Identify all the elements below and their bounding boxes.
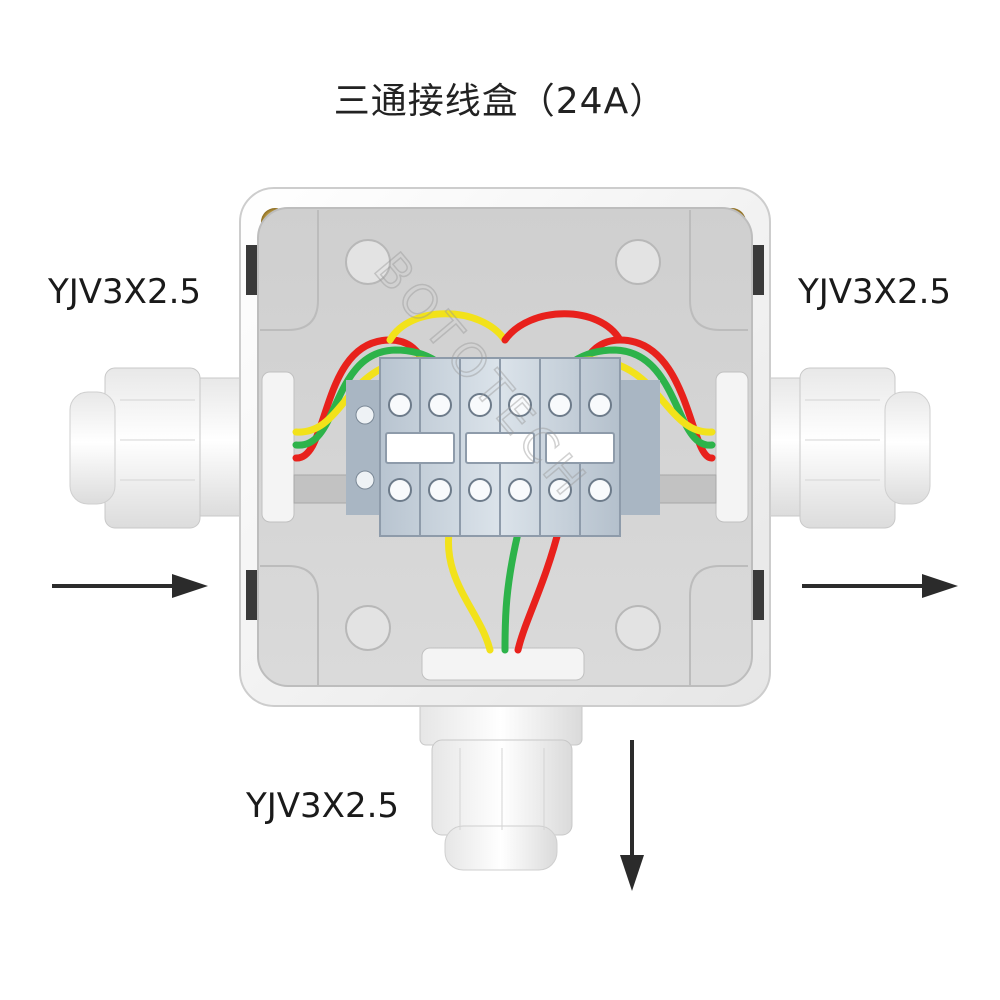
cable-label-left: YJV3X2.5	[48, 272, 202, 312]
terminal-block	[346, 357, 660, 537]
cable-label-bottom: YJV3X2.5	[246, 786, 400, 826]
arrow-out-right	[802, 574, 958, 598]
screw-bosses	[345, 239, 661, 651]
arrow-out-bottom	[620, 740, 644, 891]
arrow-in-left	[52, 574, 208, 598]
cable-gland-left	[69, 367, 266, 529]
diagram-title: 三通接线盒（24A）	[333, 81, 667, 122]
cable-label-right: YJV3X2.5	[798, 272, 952, 312]
cable-gland-bottom	[419, 699, 583, 871]
